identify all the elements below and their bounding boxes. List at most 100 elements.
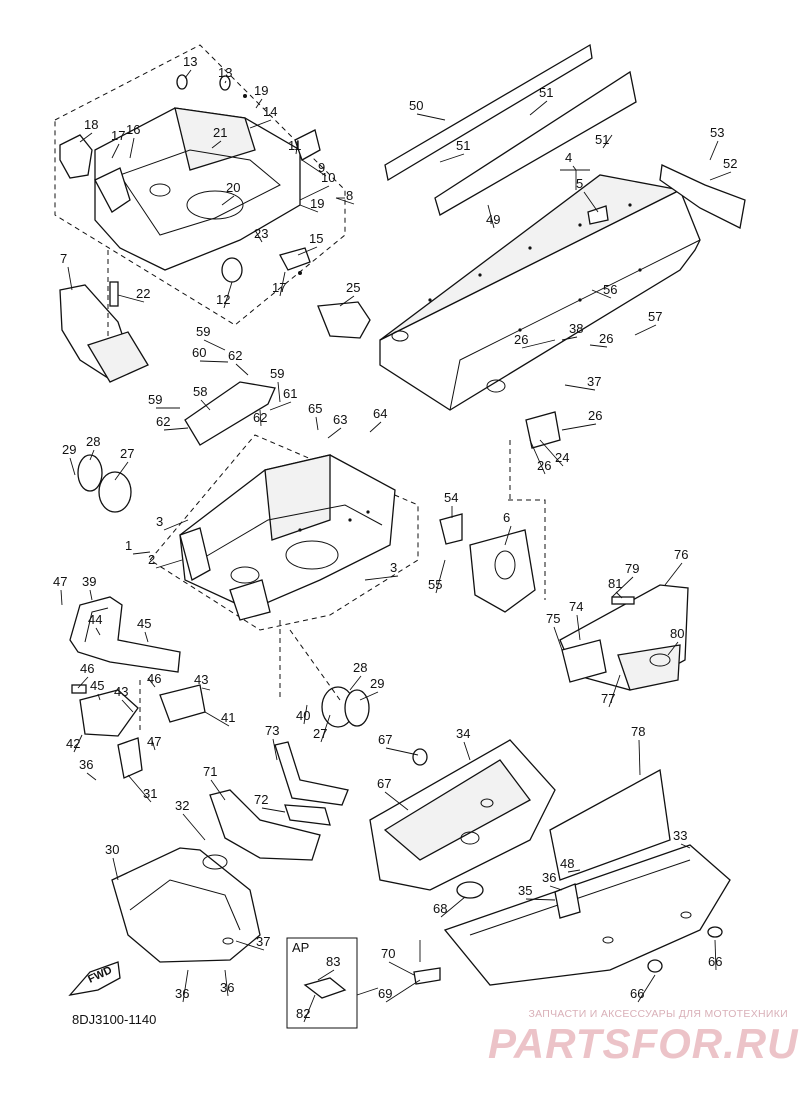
callout-number: 65 [308,401,322,416]
callout-number: 74 [569,599,583,614]
callout-26: 26 [514,332,556,349]
callout-leader-line [709,140,719,161]
callout-number: 26 [588,408,602,423]
callout-number: 23 [254,226,268,241]
callout-leader-line [303,994,316,1023]
callout-leader-line [269,401,292,411]
callout-34: 34 [456,726,470,761]
callout-number: 59 [148,392,162,407]
callout-19: 19 [254,83,268,109]
callout-leader-line [589,344,608,348]
callout-number: 22 [136,286,150,301]
callout-number: 63 [333,412,347,427]
front-frame-assembly [54,44,371,383]
callout-81: 81 [608,576,622,599]
callout-25: 25 [339,280,360,307]
callout-leader-line [95,627,101,636]
callout-leader-line [121,699,134,713]
callout-number: 54 [444,490,458,505]
callout-77: 77 [601,674,621,708]
callout-57: 57 [634,309,662,336]
callout-number: 44 [88,612,102,627]
callout-leader-line [114,461,129,481]
callout-63: 63 [327,412,347,439]
callout-22: 22 [117,286,150,303]
callout-71: 71 [203,764,226,801]
callout-leader-line [315,416,319,431]
callout-number: 27 [313,726,327,741]
callout-70: 70 [381,946,415,976]
callout-number: 67 [378,732,392,747]
callout-10: 10 [299,170,335,201]
callout-53: 53 [709,125,724,161]
callout-leader-line [487,204,495,229]
callout-leader-line [634,324,657,336]
callout-leader-line [638,739,641,776]
callout-leader-line [567,869,581,873]
callout-15: 15 [297,231,323,256]
callout-26: 26 [561,408,602,431]
callout-64: 64 [369,406,387,433]
callout-number: 40 [296,708,310,723]
callout-leader-line [299,204,319,213]
callout-59: 59 [148,392,180,409]
callout-leader-line [111,143,120,159]
callout-leader-line [335,197,355,205]
callout-leader-line [359,691,379,701]
callout-number: 39 [82,574,96,589]
callout-number: 70 [381,946,395,961]
callout-leader-line [147,677,156,688]
callout-leader-line [504,525,512,546]
callout-44: 44 [88,612,102,636]
callout-number: 82 [296,1006,310,1021]
callout-73: 73 [265,723,279,761]
callout-number: 13 [218,65,232,80]
callout-number: 3 [156,514,163,529]
callout-number: 29 [370,676,384,691]
callout-leader-line [549,885,563,891]
callout-number: 34 [456,726,470,741]
callout-6: 6 [503,510,512,546]
callout-leader-line [591,289,612,299]
callout-leader-line [204,711,230,727]
callout-43: 43 [194,672,211,691]
callout-labels: 1233456789101112131314151617171819192021… [53,54,737,1023]
callout-leader-line [553,626,563,651]
callout-leader-line [317,969,335,981]
callout-number: 45 [90,678,104,693]
callout-leader-line [259,409,262,427]
callout-number: 41 [221,710,235,725]
callout-26: 26 [589,331,613,348]
callout-number: 19 [254,83,268,98]
callout-leader-line [327,427,342,439]
callout-number: 73 [265,723,279,738]
callout-74: 74 [569,599,583,641]
callout-65: 65 [308,401,322,431]
callout-number: 59 [196,324,210,339]
callout-number: 47 [53,574,67,589]
callout-36: 36 [79,757,97,781]
callout-66: 66 [630,974,656,1003]
callout-26: 26 [529,439,551,475]
callout-number: 28 [86,434,100,449]
watermark-tagline: ЗАПЧАСТИ И АКСЕССУАРЫ ДЛЯ МОТОТЕХНИКИ [528,1008,788,1020]
callout-number: 9 [318,160,325,175]
callout-51: 51 [595,132,613,149]
callout-number: 35 [518,883,532,898]
callout-number: 26 [514,332,528,347]
callout-69: 69 [378,979,421,1003]
callout-leader-line [439,153,465,163]
callout-leader-line [254,229,263,243]
callout-number: 25 [346,280,360,295]
callout-leader-line [369,421,382,433]
callout-leader-line [602,134,613,149]
callout-number: 55 [428,577,442,592]
callout-leader-line [73,734,83,753]
callout-leader-line [163,519,189,531]
callout-16: 16 [126,122,140,159]
callout-9: 9 [301,159,327,177]
callout-61: 61 [269,386,297,411]
callout-leader-line [184,69,192,79]
callout-leader-line [385,979,421,1003]
